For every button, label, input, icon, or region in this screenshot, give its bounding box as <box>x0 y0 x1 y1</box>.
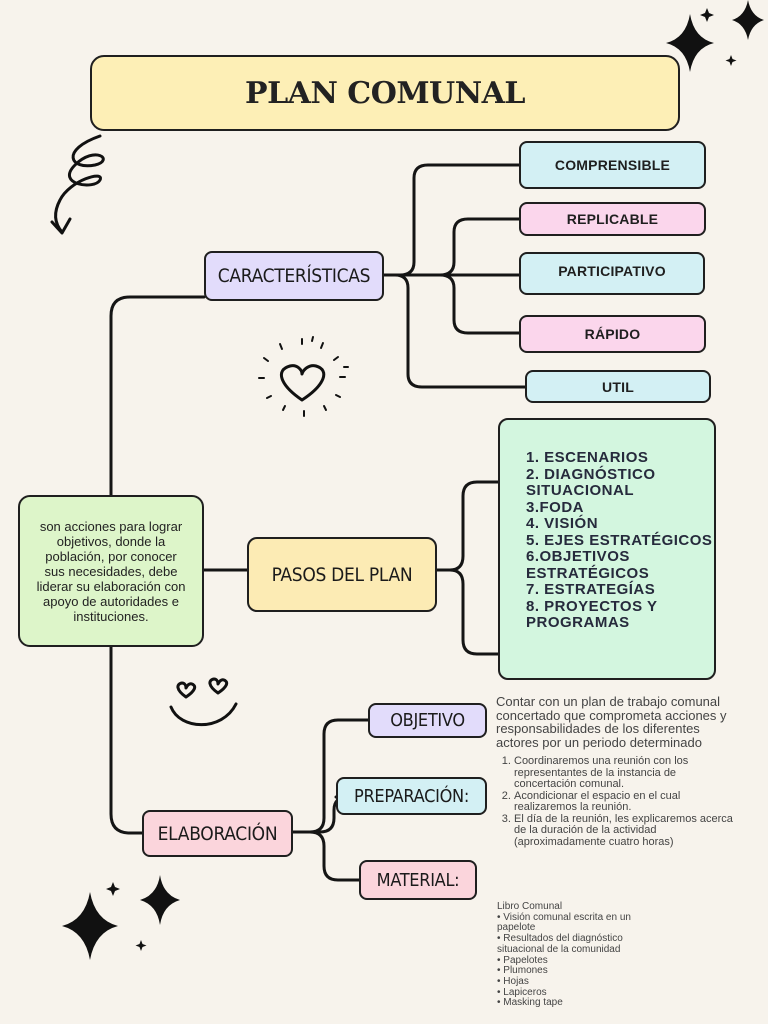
step-item: 7. ESTRATEGÍAS <box>526 581 656 598</box>
leaf-rapido: RÁPIDO <box>519 315 706 353</box>
preparacion-item: El día de la reunión, les explicaremos a… <box>514 813 740 849</box>
definition-box: son acciones para lograr objetivos, dond… <box>18 495 204 647</box>
preparacion-list: Coordinaremos una reunión con los repres… <box>500 755 740 849</box>
material-item: • Masking tape <box>497 997 563 1009</box>
step-item: 3.FODA <box>526 498 585 516</box>
material-item: • Visión comunal escrita en un papelote <box>497 911 631 934</box>
step-item: 5. EJES ESTRATÉGICOS <box>526 531 713 549</box>
steps-box: 1. ESCENARIOS 2. DIAGNÓSTICO SITUACIONAL… <box>498 418 716 680</box>
material-item: • Plumones <box>497 965 548 977</box>
node-pasos-del-plan: PASOS DEL PLAN <box>247 537 437 612</box>
steps-list: 1. ESCENARIOS 2. DIAGNÓSTICO SITUACIONAL… <box>526 449 714 632</box>
material-item: • Papelotes <box>497 954 548 966</box>
leaf-util: UTIL <box>525 370 711 403</box>
material-item: Libro Comunal <box>497 901 563 912</box>
step-item: 2. DIAGNÓSTICO SITUACIONAL <box>526 465 656 499</box>
leaf-comprensible: COMPRENSIBLE <box>519 141 706 189</box>
preparacion-item: Acondicionar el espacio en el cual reali… <box>514 790 740 814</box>
material-list: Libro Comunal • Visión comunal escrita e… <box>497 901 667 1009</box>
objetivo-text: Contar con un plan de trabajo comunal co… <box>496 694 727 750</box>
node-caracteristicas: CARACTERÍSTICAS <box>204 251 384 301</box>
definition-text: son acciones para lograr objetivos, dond… <box>36 518 186 624</box>
page-title: PLAN COMUNAL <box>90 55 680 131</box>
step-item: 6.OBJETIVOS ESTRATÉGICOS <box>526 548 650 582</box>
leaf-participativo: PARTICIPATIVO <box>519 252 705 295</box>
node-objetivo: OBJETIVO <box>368 703 487 738</box>
node-material: MATERIAL: <box>359 860 477 900</box>
node-elaboracion: ELABORACIÓN <box>142 810 293 857</box>
node-preparacion: PREPARACIÓN: <box>336 777 487 815</box>
material-item: • Resultados del diagnóstico situacional… <box>497 933 623 955</box>
leaf-replicable: REPLICABLE <box>519 202 706 236</box>
step-item: 1. ESCENARIOS <box>526 449 649 466</box>
material-item: • Lapiceros <box>497 986 547 998</box>
material-item: • Hojas <box>497 975 529 987</box>
step-item: 8. PROYECTOS Y PROGRAMAS <box>526 597 658 631</box>
step-item: 4. VISIÓN <box>526 515 599 532</box>
preparacion-item: Coordinaremos una reunión con los repres… <box>514 755 740 791</box>
